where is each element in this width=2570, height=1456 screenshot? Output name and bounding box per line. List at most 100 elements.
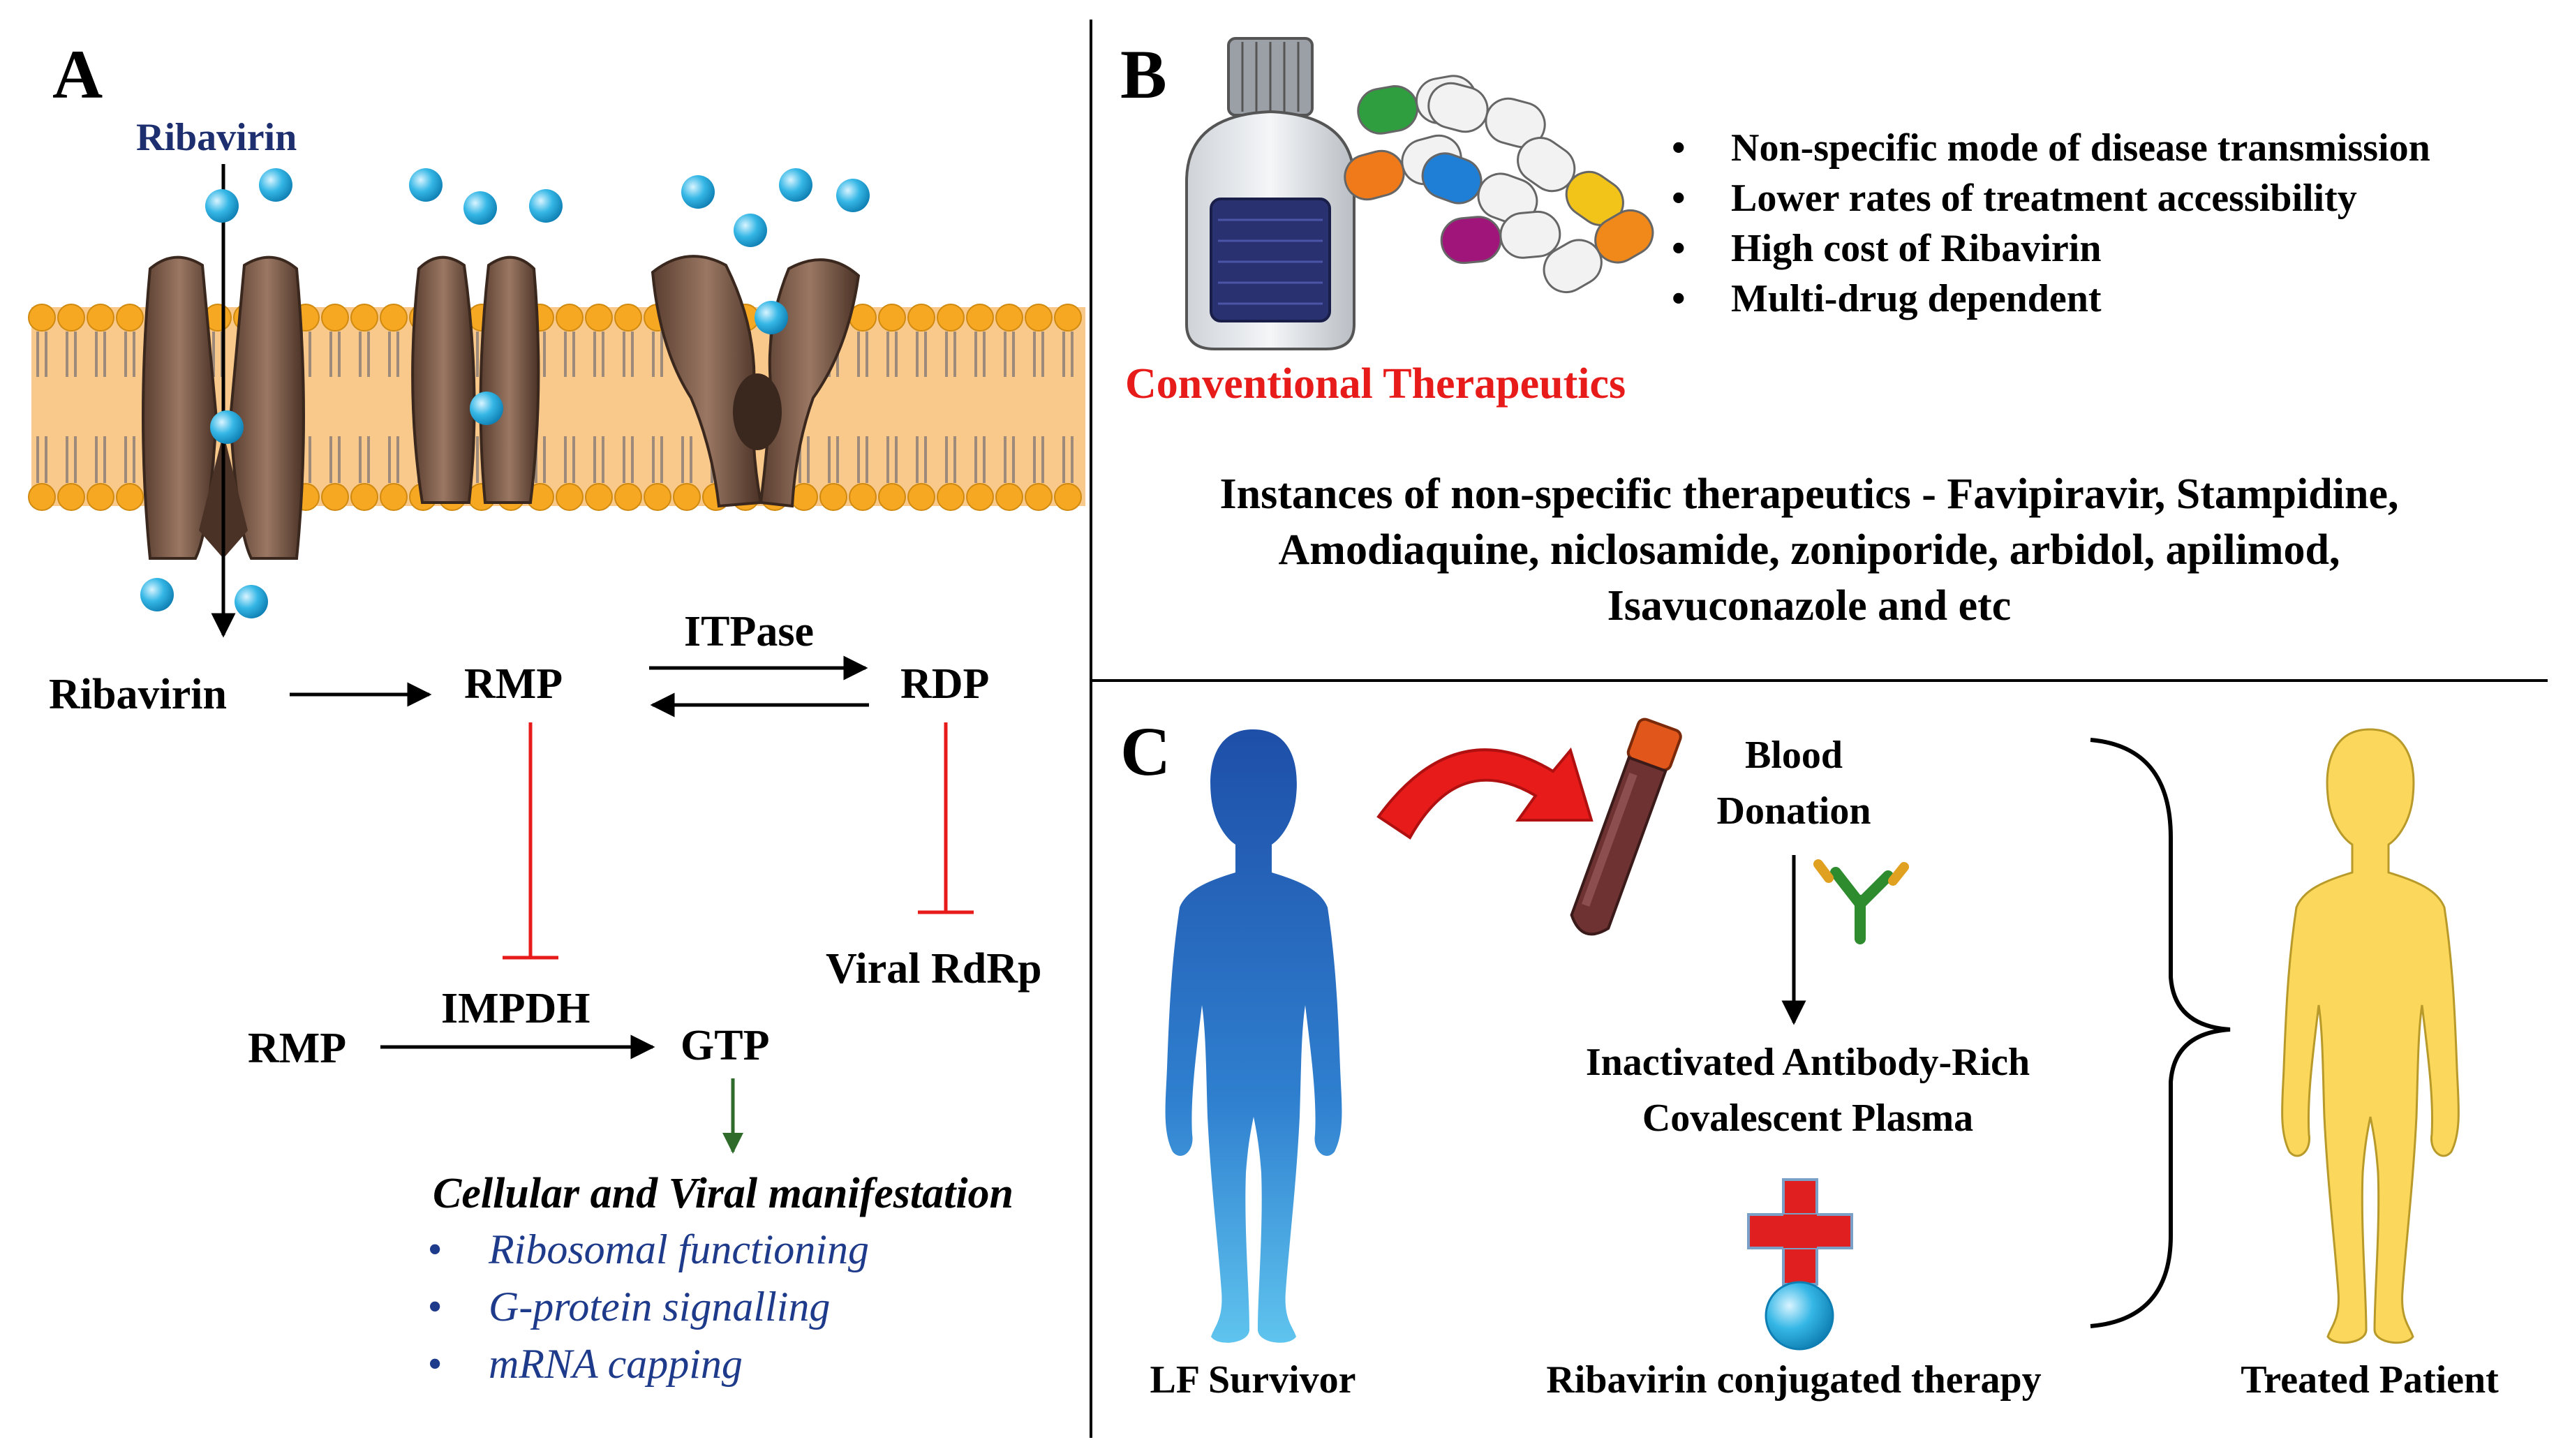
ribavirin-conjugated-label: Ribavirin conjugated therapy	[1546, 1358, 2041, 1402]
lf-survivor-figure	[1165, 729, 1342, 1343]
plasma-line: Inactivated Antibody-Rich	[1586, 1041, 2030, 1084]
molecule	[734, 214, 767, 247]
lipid-tail	[359, 436, 370, 483]
manifest-bullet: •	[427, 1341, 442, 1387]
lipid-head	[1025, 304, 1053, 332]
lipid-head	[1054, 304, 1082, 332]
blood-donation-line: Blood	[1745, 734, 1843, 777]
plasma-line: Covalescent Plasma	[1642, 1097, 1973, 1140]
lipid-tail	[945, 436, 956, 483]
instances-line: Isavuconazole and etc	[1607, 582, 2012, 630]
transporter-channel-1	[142, 255, 305, 560]
rdp-label: RDP	[900, 660, 989, 708]
treated-patient-figure	[2281, 728, 2460, 1344]
blood-tube-icon	[1570, 718, 1682, 936]
lipid-tail	[652, 332, 663, 377]
treated-patient-label: Treated Patient	[2241, 1358, 2499, 1402]
conventional-therapeutics-label: Conventional Therapeutics	[1125, 360, 1626, 408]
lipid-tail	[1033, 332, 1044, 377]
lipid-tail	[564, 436, 575, 483]
lipid-tail	[66, 436, 77, 483]
lipid-tail	[1004, 332, 1015, 377]
lipid-tail	[623, 436, 634, 483]
lipid-head	[380, 304, 408, 332]
inhibition-rmp-impdh	[503, 722, 558, 960]
lipid-head	[57, 304, 85, 332]
molecule	[463, 191, 497, 225]
lipid-head	[1025, 483, 1053, 511]
lipid-head	[937, 304, 965, 332]
lipid-tail	[329, 436, 341, 483]
lipid-tail	[36, 332, 47, 377]
impdh-label: IMPDH	[441, 985, 590, 1032]
manifest-item: G-protein signalling	[489, 1284, 830, 1330]
lipid-head	[556, 304, 584, 332]
lipid-head	[995, 304, 1023, 332]
manifest-bullet: •	[427, 1284, 442, 1330]
bullet: •	[1672, 126, 1686, 170]
panel-a-letter: A	[52, 36, 103, 113]
transporter-channel-2	[411, 255, 540, 504]
molecule	[470, 392, 503, 425]
lipid-tail	[886, 332, 898, 377]
lipid-head	[614, 304, 642, 332]
inhibition-rdp-rdrp	[918, 722, 974, 914]
ribavirin-molecules	[140, 168, 870, 618]
drawback-item: Non-specific mode of disease transmissio…	[1731, 126, 2430, 170]
panel-b: B Conventiona	[1120, 36, 2430, 630]
lipid-head	[556, 483, 584, 511]
molecule	[755, 301, 788, 334]
molecule	[836, 179, 870, 212]
viral-rdrp-label: Viral RdRp	[826, 945, 1041, 993]
lipid-tail	[388, 436, 399, 483]
lipid-tail	[124, 332, 135, 377]
transfer-arrow-icon	[1376, 747, 1594, 840]
lipid-head	[28, 483, 56, 511]
lipid-head	[966, 483, 994, 511]
molecule	[779, 168, 812, 202]
lipid-tail	[886, 436, 898, 483]
medicine-bottle-icon	[1185, 37, 1355, 350]
lipid-tail	[95, 332, 106, 377]
molecule	[529, 189, 563, 223]
lipid-head	[614, 483, 642, 511]
lipid-tail	[828, 436, 839, 483]
panel-c: C LF Survivor Blood Donation Inactivated…	[1120, 713, 2499, 1402]
instances-line: Amodiaquine, niclosamide, zoniporide, ar…	[1279, 526, 2340, 574]
lipid-head	[907, 304, 935, 332]
lipid-tail	[329, 332, 341, 377]
lipid-tail	[681, 436, 692, 483]
grouping-brace	[2090, 738, 2231, 1328]
molecule	[140, 578, 174, 611]
lipid-tail	[388, 332, 399, 377]
lipid-tail	[857, 436, 868, 483]
instances-line: Instances of non-specific therapeutics -…	[1220, 470, 2399, 518]
lipid-head	[644, 483, 671, 511]
lipid-tail	[1033, 436, 1044, 483]
itpase-label: ITPase	[684, 608, 814, 655]
manifest-title: Cellular and Viral manifestation	[433, 1170, 1013, 1217]
lipid-head	[116, 483, 144, 511]
blood-donation-line: Donation	[1717, 789, 1871, 833]
lipid-tail	[593, 436, 604, 483]
lipid-head	[380, 483, 408, 511]
ribavirin-top-label: Ribavirin	[136, 116, 297, 159]
panel-b-letter: B	[1120, 36, 1167, 113]
lipid-head	[350, 304, 378, 332]
lipid-head	[849, 483, 877, 511]
lipid-head	[966, 304, 994, 332]
lipid-tail	[593, 332, 604, 377]
molecule	[409, 168, 443, 202]
lipid-head	[995, 483, 1023, 511]
antibody-icon	[1813, 859, 1909, 944]
lipid-head	[57, 483, 85, 511]
bullet: •	[1672, 227, 1686, 270]
manifest-list: • Ribosomal functioning • G-protein sign…	[427, 1226, 869, 1387]
instances-text: Instances of non-specific therapeutics -…	[1220, 470, 2399, 630]
lf-survivor-label: LF Survivor	[1150, 1358, 1355, 1402]
lipid-tail	[564, 332, 575, 377]
lipid-tail	[916, 332, 927, 377]
lipid-head	[1054, 483, 1082, 511]
manifest-item: Ribosomal functioning	[488, 1226, 869, 1272]
